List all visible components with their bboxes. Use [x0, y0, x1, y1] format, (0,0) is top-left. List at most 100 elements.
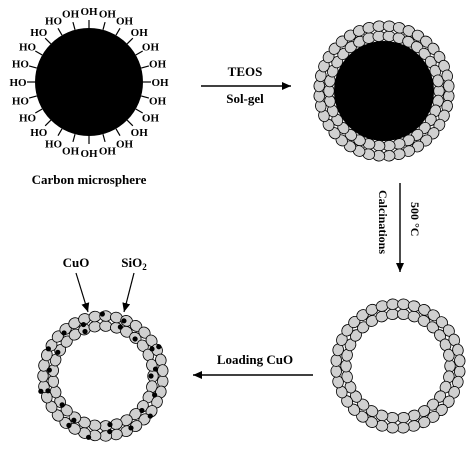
hydroxyl-bond: [102, 21, 106, 30]
hydroxyl-bond: [115, 128, 121, 136]
cuo-particle: [121, 318, 127, 324]
hydroxyl-label: HO: [45, 138, 63, 150]
cuo-particle: [59, 402, 65, 408]
cuo-particle: [128, 425, 134, 431]
label-calcinations: Calcinations: [376, 190, 390, 254]
cuo-particle: [45, 346, 51, 352]
silica-particle: [340, 359, 352, 373]
silica-particle: [157, 364, 169, 378]
label-teos: TEOS: [228, 64, 263, 79]
silica-particle: [37, 369, 49, 383]
hydroxyl-label: OH: [142, 113, 160, 125]
hollow-silica-sphere: [330, 298, 466, 434]
label-loading-cuo: Loading CuO: [217, 352, 293, 367]
hydroxyl-bond: [44, 37, 52, 45]
hydroxyl-label: HO: [12, 95, 30, 107]
hydroxyl-label: OH: [149, 95, 167, 107]
hydroxyl-bond: [126, 37, 134, 45]
silica-particle: [444, 359, 456, 373]
hydroxyl-label: OH: [116, 138, 134, 150]
hydroxyl-label: OH: [80, 148, 98, 160]
hydroxyl-bond: [57, 28, 63, 36]
pointer-sio2: [122, 272, 135, 313]
silica-particle: [397, 298, 410, 310]
hydroxyl-label: HO: [19, 42, 37, 54]
hydroxyl-label: HO: [19, 113, 37, 125]
hydroxyl-bond: [72, 134, 76, 143]
label-temperature: 500 °C: [408, 202, 422, 236]
hydroxyl-bond: [141, 95, 150, 99]
temperature-value: 500: [408, 202, 422, 220]
cuo-particle: [82, 328, 88, 335]
hydroxyl-bond: [135, 108, 143, 114]
cuo-particle: [71, 417, 77, 423]
cuo-particle: [139, 407, 145, 414]
cuo-particle: [107, 421, 113, 428]
pointer-cuo: [75, 272, 90, 313]
hydroxyl-label: OH: [116, 16, 134, 28]
silica-particle: [454, 354, 466, 368]
hydroxyl-bond: [141, 65, 150, 69]
silica-particle: [330, 354, 342, 367]
cuo-particle: [66, 422, 72, 428]
cuo-particle: [99, 311, 105, 317]
cuo-particle: [80, 321, 87, 328]
silica-particle: [397, 308, 410, 320]
hydroxyl-label: OH: [151, 77, 169, 89]
cuo-loaded-hollow-sphere: [37, 310, 169, 442]
cuo-particle: [45, 388, 51, 394]
carbon-core: [35, 28, 143, 136]
hydroxyl-bond: [35, 108, 43, 114]
hydroxyl-label: OH: [99, 8, 117, 20]
hydroxyl-label: OH: [80, 6, 98, 18]
cuo-particle: [107, 428, 113, 435]
hydroxyl-label: HO: [30, 127, 48, 139]
hydroxyl-bond: [115, 28, 121, 36]
cuo-particle: [152, 366, 159, 372]
hydroxyl-label: OH: [149, 59, 167, 71]
hydroxyl-label: HO: [30, 27, 48, 39]
hydroxyl-label: HO: [45, 16, 63, 28]
carbon-caption: Carbon microsphere: [32, 172, 147, 187]
label-sol-gel: Sol-gel: [226, 91, 264, 106]
hydroxyl-label: OH: [99, 146, 117, 158]
sio2-base: SiO: [121, 255, 142, 270]
label-sio2: SiO2: [121, 255, 147, 272]
hydroxyl-bond: [72, 21, 76, 30]
cuo-particle: [156, 344, 162, 350]
cuo-particle: [117, 324, 123, 330]
hydroxyl-bond: [135, 50, 143, 56]
cuo-particle: [148, 373, 154, 379]
cuo-particle: [38, 388, 44, 394]
cuo-particle: [132, 336, 138, 342]
hydroxyl-label: OH: [131, 27, 149, 39]
sio2-subscript: 2: [142, 262, 147, 272]
silica-particle: [99, 320, 113, 332]
hydroxyl-label: OH: [131, 127, 149, 139]
hydroxyl-bond: [57, 128, 63, 136]
cuo-particle: [152, 392, 158, 398]
hydroxyl-bond: [28, 95, 37, 99]
cuo-particle: [85, 434, 92, 440]
hydroxyl-bond: [44, 119, 52, 127]
hydroxyl-bond: [28, 65, 37, 69]
cuo-particle: [46, 367, 52, 373]
coated-carbon-core: [334, 41, 434, 141]
cuo-particle: [61, 330, 67, 336]
temperature-unit: °C: [408, 223, 422, 236]
hydroxyl-bond: [126, 119, 134, 127]
cuo-particle: [147, 413, 153, 419]
hydroxyl-label: OH: [142, 42, 160, 54]
hydroxyl-label: HO: [9, 77, 27, 89]
silica-particle: [386, 422, 399, 434]
hydroxyl-bond: [102, 134, 106, 143]
hydroxyl-label: HO: [12, 59, 30, 71]
hydroxyl-bond: [35, 50, 43, 56]
cuo-particle: [55, 349, 61, 355]
label-cuo: CuO: [63, 255, 90, 270]
silica-particle: [386, 412, 399, 424]
cuo-particle: [149, 346, 155, 352]
hydroxyl-label: OH: [62, 8, 80, 20]
